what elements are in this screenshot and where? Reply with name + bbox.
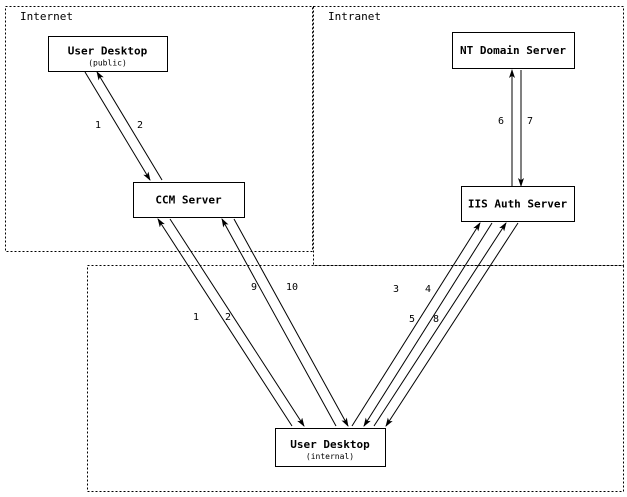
flow-line-flow-10 [233, 218, 349, 427]
flow-label-flow-4: 4 [425, 284, 431, 295]
node-iis-auth-server[interactable]: IIS Auth Server [461, 186, 575, 222]
node-subtitle-user-desktop-internal: (internal) [306, 452, 354, 461]
flow-labels-layer: 1 2 1 2 9 10 3 4 5 8 6 7 [95, 116, 533, 325]
node-title-iis-auth-server: IIS Auth Server [468, 198, 568, 211]
flow-line-flow-3 [351, 222, 481, 427]
node-box-user-desktop-internal [275, 428, 386, 467]
flow-line-flow-2-public [96, 71, 163, 181]
flow-label-flow-1-internal: 1 [193, 312, 199, 323]
node-user-desktop-public[interactable]: User Desktop(public) [48, 36, 168, 72]
node-ccm-server[interactable]: CCM Server [133, 182, 245, 218]
flow-line-flow-8 [385, 222, 519, 427]
flow-line-flow-4 [363, 222, 493, 427]
flows-layer [84, 69, 524, 427]
flow-label-flow-1-public: 1 [95, 120, 101, 131]
zone-label-intranet: Intranet [328, 10, 381, 23]
node-subtitle-user-desktop-public: (public) [88, 59, 127, 68]
flow-label-flow-10: 10 [286, 282, 298, 293]
zone-internal [87, 265, 624, 492]
flow-line-flow-5 [373, 222, 507, 427]
zones-layer: Internet Intranet [5, 6, 624, 492]
flow-label-flow-5: 5 [409, 314, 415, 325]
node-title-user-desktop-internal: User Desktop [290, 438, 370, 451]
node-box-nt-domain-server [452, 32, 575, 69]
node-title-nt-domain-server: NT Domain Server [460, 44, 566, 57]
flow-label-flow-6: 6 [498, 116, 504, 127]
flow-line-flow-9 [221, 218, 337, 427]
flow-label-flow-8: 8 [433, 314, 439, 325]
flow-line-flow-1-public [84, 71, 151, 181]
node-box-ccm-server [133, 182, 245, 218]
flow-label-flow-9: 9 [251, 282, 257, 293]
zone-internet [5, 6, 313, 252]
flow-label-flow-2-public: 2 [137, 120, 143, 131]
node-title-ccm-server: CCM Server [155, 194, 222, 207]
zone-label-internet: Internet [20, 10, 73, 23]
flow-label-flow-2-internal: 2 [225, 312, 231, 323]
flow-label-flow-3: 3 [393, 284, 399, 295]
node-title-user-desktop-public: User Desktop [68, 45, 148, 58]
flow-line-flow-1-internal [157, 218, 293, 427]
flow-label-flow-7: 7 [527, 116, 533, 127]
flow-line-flow-2-internal [169, 218, 305, 427]
node-box-user-desktop-public [48, 36, 168, 72]
node-box-iis-auth-server [461, 186, 575, 222]
node-nt-domain-server[interactable]: NT Domain Server [452, 32, 575, 69]
node-user-desktop-internal[interactable]: User Desktop(internal) [275, 428, 386, 467]
